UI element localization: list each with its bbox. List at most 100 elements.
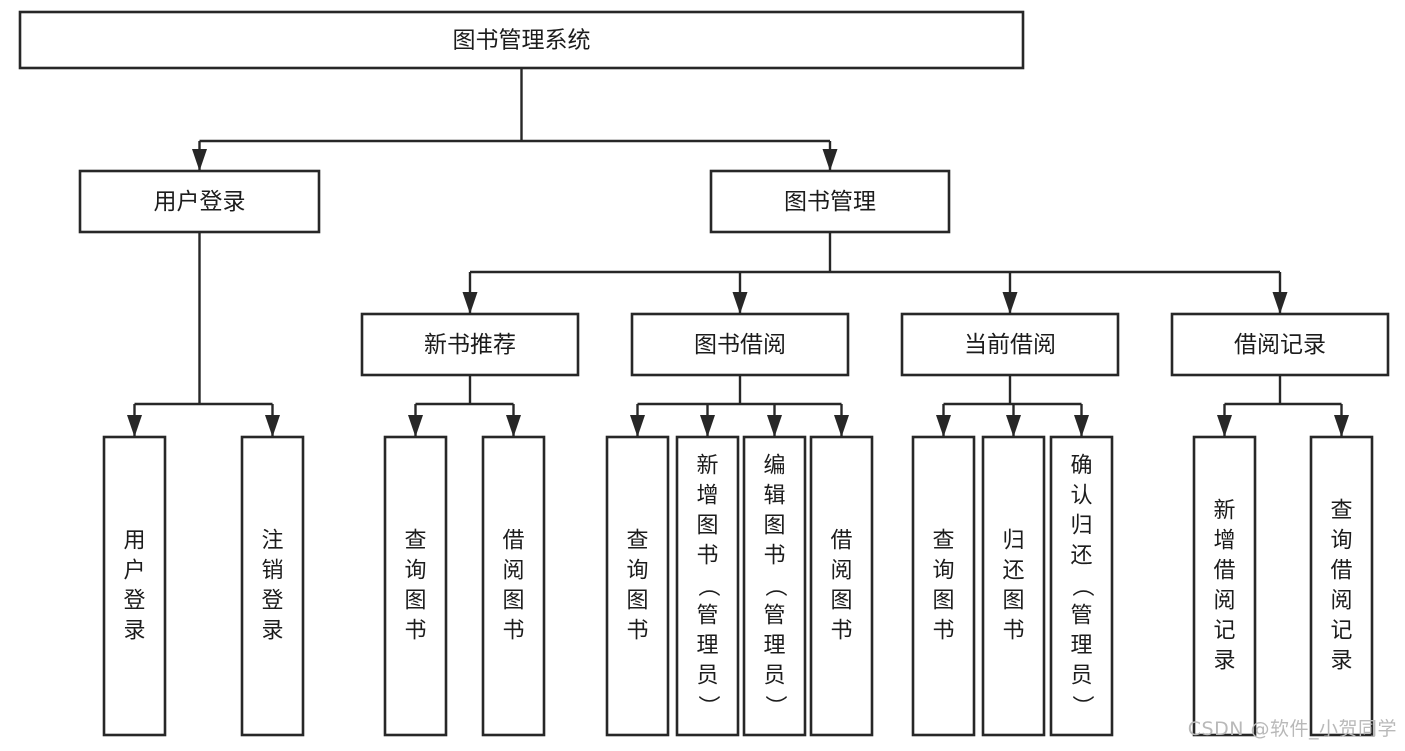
node-leaf-3-借阅图书-rect[interactable] bbox=[481, 435, 546, 737]
node-l2-用户登录[interactable]: 用户登录 bbox=[78, 169, 321, 234]
arrow-head-icon bbox=[408, 415, 423, 437]
node-l3-图书借阅-label: 图书借阅 bbox=[694, 332, 786, 358]
node-l3-当前借阅[interactable]: 当前借阅 bbox=[900, 312, 1120, 377]
node-leaf-10-确认归还管理员-rect[interactable] bbox=[1049, 435, 1114, 737]
svg-text:理: 理 bbox=[1070, 634, 1092, 659]
node-l2-用户登录-rect[interactable] bbox=[78, 169, 321, 234]
svg-text:）: ） bbox=[695, 695, 720, 717]
svg-text:借: 借 bbox=[1330, 559, 1352, 584]
node-l3-新书推荐-rect[interactable] bbox=[360, 312, 580, 377]
svg-text:询: 询 bbox=[404, 559, 426, 584]
arrow-head-icon bbox=[1006, 415, 1021, 437]
node-leaf-9-归还图书-rect[interactable] bbox=[981, 435, 1046, 737]
arrow-head-icon bbox=[1272, 292, 1288, 314]
node-l3-当前借阅-rect[interactable] bbox=[900, 312, 1120, 377]
svg-text:确: 确 bbox=[1070, 454, 1092, 479]
svg-text:查: 查 bbox=[932, 529, 954, 554]
arrow-head-icon bbox=[834, 415, 849, 437]
svg-text:管: 管 bbox=[696, 604, 718, 629]
svg-text:增: 增 bbox=[696, 484, 718, 509]
node-leaf-8-查询图书-rect[interactable] bbox=[911, 435, 976, 737]
arrow-head-icon bbox=[700, 415, 715, 437]
svg-text:图: 图 bbox=[404, 589, 426, 614]
svg-text:书: 书 bbox=[763, 544, 785, 569]
node-leaf-11-新增借阅记录-rect[interactable] bbox=[1192, 435, 1257, 737]
node-l3-借阅记录-rect[interactable] bbox=[1170, 312, 1390, 377]
node-root-图书管理系统-rect[interactable] bbox=[18, 10, 1025, 70]
svg-text:借: 借 bbox=[830, 529, 852, 554]
svg-text:录: 录 bbox=[123, 619, 145, 644]
arrow-head-icon bbox=[767, 415, 782, 437]
svg-text:图: 图 bbox=[696, 514, 718, 539]
node-leaf-4-查询图书-rect[interactable] bbox=[605, 435, 670, 737]
svg-text:户: 户 bbox=[123, 559, 145, 584]
svg-text:管: 管 bbox=[1070, 604, 1092, 629]
svg-text:借: 借 bbox=[502, 529, 524, 554]
arrow-head-icon bbox=[936, 415, 951, 437]
node-l3-图书借阅[interactable]: 图书借阅 bbox=[630, 312, 850, 377]
node-leaf-0-用户登录[interactable]: 用户登录 bbox=[102, 435, 167, 737]
arrow-head-icon bbox=[1334, 415, 1349, 437]
svg-text:图: 图 bbox=[763, 514, 785, 539]
svg-text:阅: 阅 bbox=[1330, 589, 1352, 614]
svg-text:还: 还 bbox=[1070, 544, 1092, 569]
node-leaf-5-新增图书管理员-rect[interactable] bbox=[675, 435, 740, 737]
arrow-head-icon bbox=[1002, 292, 1018, 314]
svg-text:注: 注 bbox=[261, 529, 283, 554]
node-l3-新书推荐[interactable]: 新书推荐 bbox=[360, 312, 580, 377]
nodes-layer: 图书管理系统用户登录图书管理新书推荐图书借阅当前借阅借阅记录用户登录注销登录查询… bbox=[18, 10, 1390, 737]
node-l3-借阅记录[interactable]: 借阅记录 bbox=[1170, 312, 1390, 377]
arrow-head-icon bbox=[462, 292, 478, 314]
svg-text:图: 图 bbox=[502, 589, 524, 614]
svg-text:（: （ bbox=[695, 575, 720, 597]
node-l2-图书管理[interactable]: 图书管理 bbox=[709, 169, 951, 234]
arrow-head-icon bbox=[192, 149, 207, 171]
svg-text:编: 编 bbox=[763, 454, 785, 479]
node-l2-用户登录-label: 用户登录 bbox=[154, 189, 246, 215]
node-l2-图书管理-rect[interactable] bbox=[709, 169, 951, 234]
arrow-head-icon bbox=[1217, 415, 1232, 437]
node-leaf-7-借阅图书-rect[interactable] bbox=[809, 435, 874, 737]
svg-text:理: 理 bbox=[763, 634, 785, 659]
svg-text:）: ） bbox=[762, 695, 787, 717]
svg-text:员: 员 bbox=[1070, 664, 1092, 689]
svg-text:新: 新 bbox=[696, 454, 718, 479]
node-leaf-2-查询图书-rect[interactable] bbox=[383, 435, 448, 737]
svg-text:询: 询 bbox=[932, 559, 954, 584]
svg-text:图: 图 bbox=[830, 589, 852, 614]
svg-text:录: 录 bbox=[1330, 649, 1352, 674]
node-leaf-12-查询借阅记录-rect[interactable] bbox=[1309, 435, 1374, 737]
node-l3-图书借阅-rect[interactable] bbox=[630, 312, 850, 377]
svg-text:阅: 阅 bbox=[1213, 589, 1235, 614]
node-leaf-6-编辑图书管理员-rect[interactable] bbox=[742, 435, 807, 737]
svg-text:新: 新 bbox=[1213, 499, 1235, 524]
svg-text:登: 登 bbox=[123, 589, 145, 614]
node-l3-借阅记录-label: 借阅记录 bbox=[1234, 332, 1326, 358]
node-l3-当前借阅-label: 当前借阅 bbox=[964, 332, 1056, 358]
svg-text:借: 借 bbox=[1213, 559, 1235, 584]
node-root-图书管理系统[interactable]: 图书管理系统 bbox=[18, 10, 1025, 70]
node-leaf-1-注销登录-rect[interactable] bbox=[240, 435, 305, 737]
svg-text:员: 员 bbox=[696, 664, 718, 689]
node-leaf-0-用户登录-rect[interactable] bbox=[102, 435, 167, 737]
